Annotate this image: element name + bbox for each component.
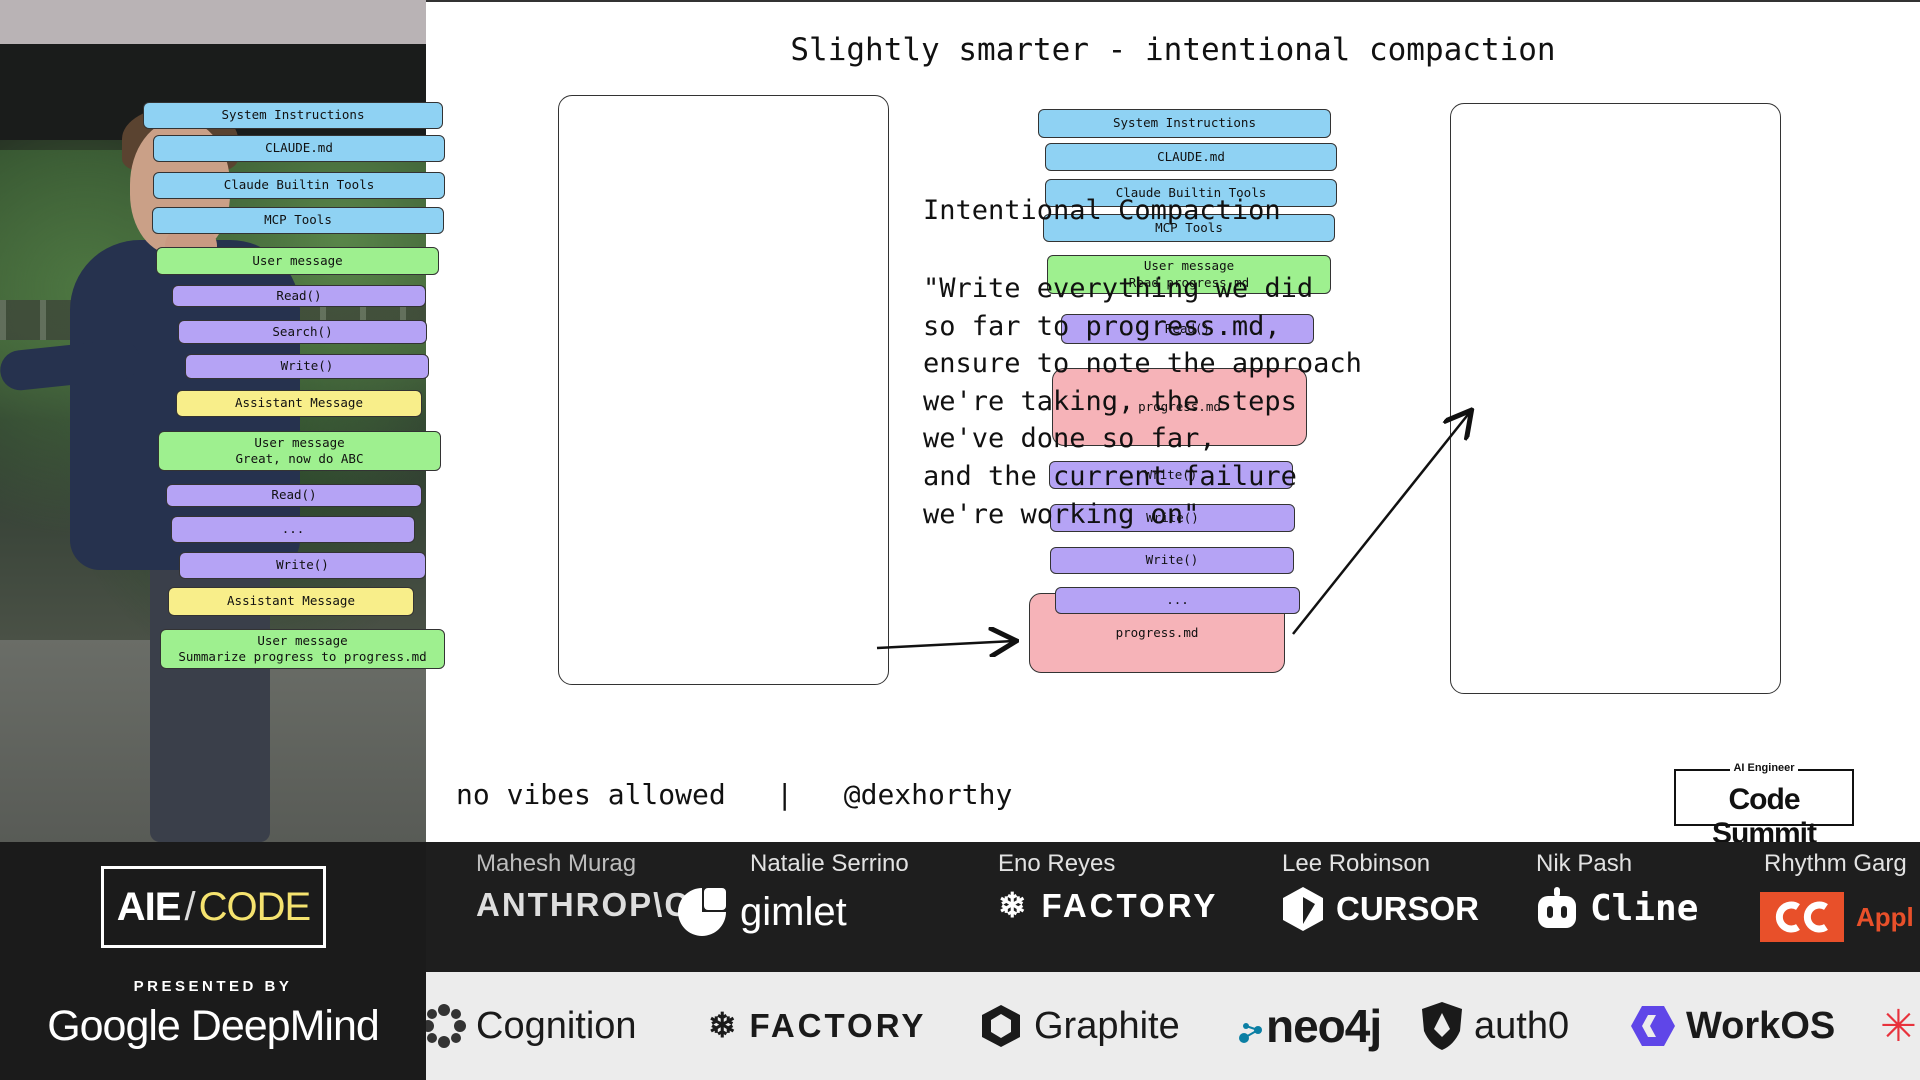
speaker-name: Mahesh Murag	[476, 850, 637, 877]
sponsor-partial-logo: ✳	[1880, 972, 1917, 1080]
speaker-name: Eno Reyes	[998, 850, 1116, 877]
auth0-shield-icon	[1420, 1001, 1464, 1051]
left-context-block: Assistant Message	[168, 587, 414, 616]
sponsor-workos: WorkOS	[1630, 972, 1835, 1080]
arrow-to-progress-file	[876, 641, 1014, 648]
speaker-company: CURSOR	[1282, 886, 1479, 932]
left-context-block: User message Summarize progress to progr…	[160, 629, 445, 669]
event-branding: AIE / CODE PRESENTED BY Google DeepMind	[0, 842, 426, 1080]
sponsor-neo4j: neo4j	[1238, 972, 1382, 1080]
graphite-icon	[978, 1003, 1024, 1049]
gimlet-icon	[676, 886, 728, 938]
right-context-block: progress.md	[1052, 368, 1307, 446]
footer-handle: @dexhorthy	[843, 778, 1013, 811]
summit-badge-main: Code Summit	[1711, 783, 1817, 850]
speaker-name: Nik Pash	[1536, 850, 1633, 877]
left-context-block: Write()	[185, 354, 429, 379]
aie-code-text: CODE	[198, 884, 312, 929]
anthropic-wordmark: ANTHROP\C	[476, 886, 691, 923]
speaker-name: Natalie Serrino	[750, 850, 909, 877]
left-context-window	[558, 95, 889, 685]
speaker-company: Appl	[1760, 892, 1914, 942]
compaction-quote: "Write everything we did so far to progr…	[923, 273, 1362, 530]
speaker-company: ❄ FACTORY	[998, 886, 1218, 926]
code-summit-logo: AI Engineer Code Summit	[1674, 762, 1854, 850]
applied-compute-icon	[1760, 892, 1844, 942]
workos-icon	[1630, 1005, 1676, 1047]
aie-code-logo: AIE / CODE	[101, 866, 326, 948]
left-context-block: Search()	[178, 320, 427, 344]
aie-slash: /	[184, 884, 195, 929]
right-context-block: Read()	[1061, 314, 1314, 344]
slide-title: Slightly smarter - intentional compactio…	[790, 32, 1556, 68]
footer-tagline: no vibes allowed	[456, 778, 726, 811]
left-context-block: Write()	[179, 552, 426, 579]
right-context-block: MCP Tools	[1043, 214, 1335, 242]
gimlet-wordmark: gimlet	[740, 889, 847, 934]
graphite-wordmark: Graphite	[1034, 1004, 1180, 1047]
asterisk-icon: ✳	[1880, 1001, 1917, 1051]
left-context-block: User message	[156, 247, 439, 275]
left-context-block: System Instructions	[143, 102, 443, 129]
sponsor-graphite: Graphite	[978, 972, 1180, 1080]
sponsors-ticker: Cognition ❄ FACTORY Graphite neo4j auth0…	[426, 972, 1920, 1080]
left-context-block: Claude Builtin Tools	[153, 172, 445, 199]
right-context-window	[1450, 103, 1781, 694]
factory-wordmark: FACTORY	[1041, 887, 1219, 924]
speaker-company: ANTHROP\C	[476, 886, 690, 924]
cognition-icon	[426, 1004, 466, 1048]
left-context-block: User message Great, now do ABC	[158, 431, 441, 471]
workos-wordmark: WorkOS	[1686, 1004, 1836, 1047]
sponsor-cognition: Cognition	[426, 972, 637, 1080]
google-deepmind-logo: Google DeepMind	[47, 1002, 380, 1050]
speaker-company: gimlet	[676, 886, 847, 938]
left-context-block: Assistant Message	[176, 390, 422, 417]
right-context-block: CLAUDE.md	[1045, 143, 1337, 171]
left-context-block: Read()	[166, 484, 422, 507]
sponsor-auth0: auth0	[1420, 972, 1569, 1080]
right-context-block: User message Read progress.md	[1047, 255, 1331, 294]
neo4j-icon	[1238, 1006, 1264, 1046]
right-context-block: ...	[1055, 587, 1300, 614]
presentation-slide: Slightly smarter - intentional compactio…	[143, 0, 1920, 850]
cognition-wordmark: Cognition	[476, 1004, 637, 1047]
cline-robot-icon	[1536, 886, 1578, 930]
right-context-block: Write()	[1049, 461, 1293, 489]
factory-icon: ❄	[708, 1007, 740, 1045]
slide-footer: no vibes allowed | @dexhorthy	[456, 778, 1012, 811]
speaker-name: Lee Robinson	[1282, 850, 1431, 877]
right-context-block: Write()	[1050, 547, 1294, 574]
factory-wordmark: FACTORY	[749, 1007, 927, 1044]
neo4j-wordmark: neo4j	[1266, 1000, 1382, 1052]
compaction-heading: Intentional Compaction	[923, 195, 1281, 226]
speakers-ticker: Mahesh Murag ANTHROP\C Natalie Serrino g…	[426, 842, 1920, 972]
arrow-to-right-window	[1292, 412, 1470, 635]
flow-arrows	[876, 2, 1920, 844]
right-context-block: Claude Builtin Tools	[1045, 179, 1337, 207]
left-context-block: CLAUDE.md	[153, 135, 445, 162]
speaker-company: Cline	[1536, 886, 1698, 930]
speaker-name: Rhythm Garg	[1764, 850, 1907, 877]
sponsor-factory: ❄ FACTORY	[708, 972, 926, 1080]
left-context-block: ...	[171, 516, 415, 543]
auth0-wordmark: auth0	[1474, 1004, 1570, 1047]
cline-wordmark: Cline	[1590, 887, 1699, 929]
aie-text: AIE	[116, 884, 182, 929]
right-context-block: Write()	[1050, 504, 1295, 532]
left-context-block: MCP Tools	[152, 207, 444, 234]
summit-badge-top: AI Engineer	[1730, 762, 1798, 774]
presented-by-label: PRESENTED BY	[133, 978, 293, 995]
left-context-block: Read()	[172, 285, 426, 307]
cursor-icon	[1282, 886, 1324, 932]
factory-icon: ❄	[998, 887, 1030, 925]
cursor-wordmark: CURSOR	[1336, 890, 1480, 927]
right-context-block: System Instructions	[1038, 109, 1331, 138]
footer-separator: |	[776, 778, 794, 811]
applied-wordmark: Appl	[1856, 901, 1914, 932]
